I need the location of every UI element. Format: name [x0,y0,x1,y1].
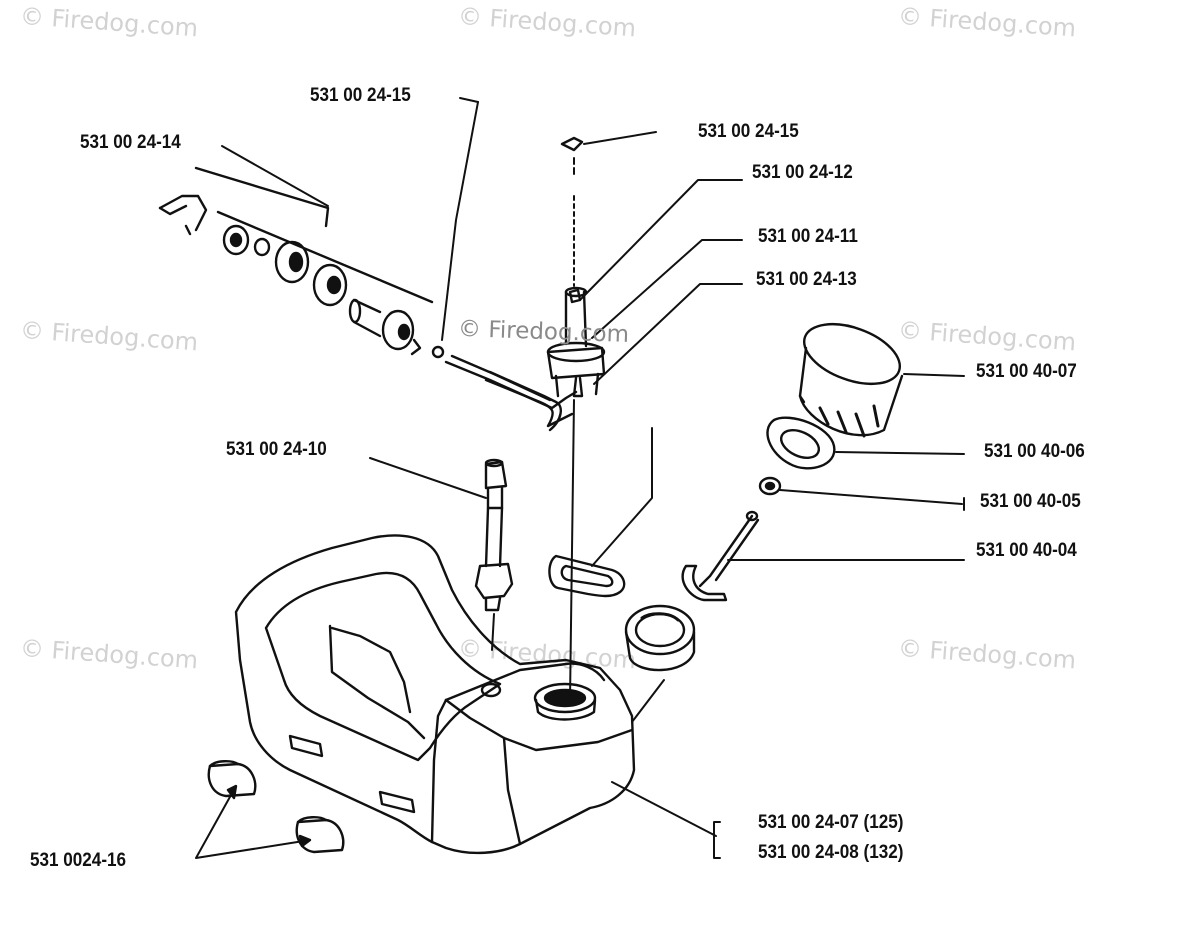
rubber-bumpers [207,760,345,854]
arrowhead [298,834,312,848]
part-label-531-00-24-10: 531 00 24-10 [226,439,327,460]
leader-lines [195,97,965,859]
part-label-531-00-40-05: 531 00 40-05 [980,491,1081,512]
seal-ring [766,416,836,470]
part-label-531-00-24-11: 531 00 24-11 [758,226,858,247]
fuel-filter-assembly [158,166,445,359]
watermark-center: © Firedog.com [457,316,630,348]
part-label-531-00-24-08: 531 00 24-08 (132) [758,842,904,863]
fuel-line [444,354,578,432]
part-label-531-00-24-13: 531 00 24-13 [756,269,857,290]
filler-cap [798,322,904,438]
part-label-531-00-40-06: 531 00 40-06 [984,441,1085,462]
breather-valve [474,458,514,612]
clip [560,136,584,152]
cap-strap [681,510,760,602]
part-label-531-00-40-07: 531 00 40-07 [976,361,1077,382]
part-label-531-00-24-12: 531 00 24-12 [752,162,853,183]
arrowhead [226,784,238,800]
part-label-531-00-24-15-right: 531 00 24-15 [698,121,799,142]
small-washer [758,476,782,496]
part-label-531-00-24-07: 531 00 24-07 (125) [758,812,904,833]
guide-lines [441,101,575,701]
part-label-531-00-40-04: 531 00 40-04 [976,540,1077,561]
fuel-tank [234,534,636,855]
part-label-531-0024-16: 531 0024-16 [30,850,127,871]
part-label-531-00-24-14: 531 00 24-14 [80,132,181,153]
part-label-531-00-24-15-top: 531 00 24-15 [310,85,411,106]
tank-cap [624,604,696,672]
gasket [548,554,626,598]
